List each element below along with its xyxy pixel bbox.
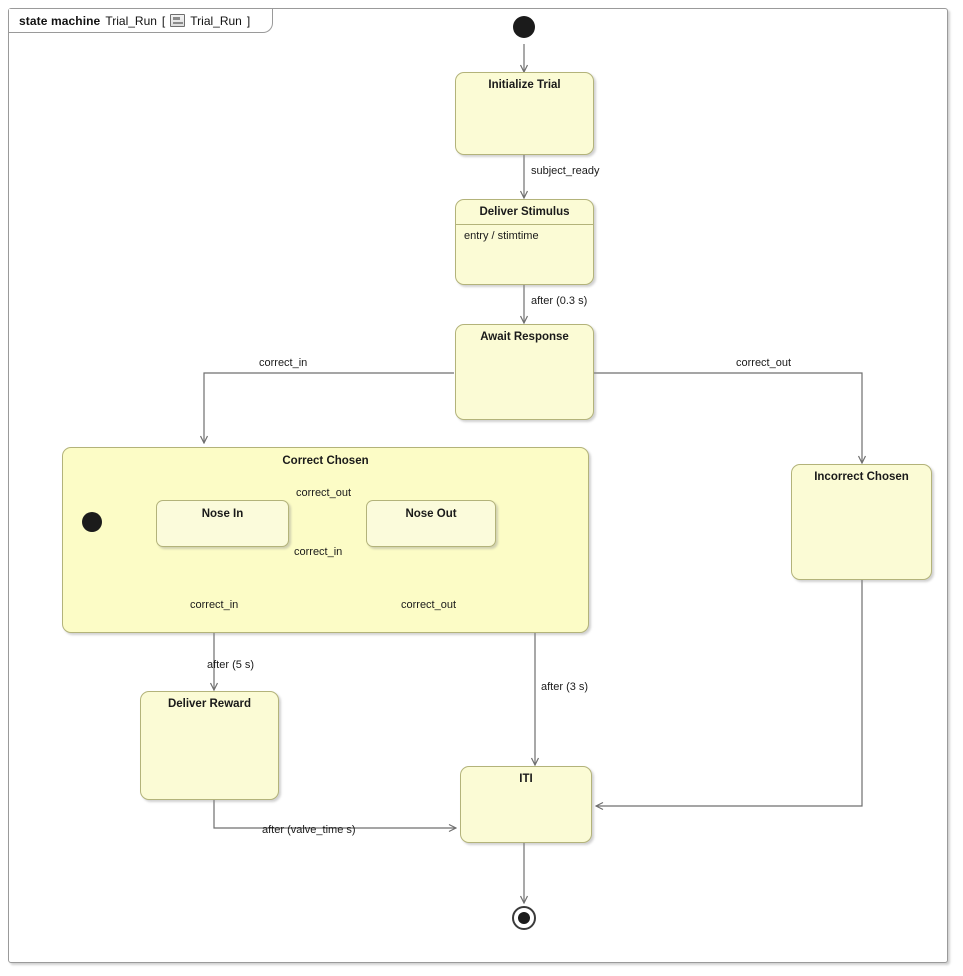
transition-label-nosein-self: correct_in [190, 599, 239, 611]
transition-label-after-3: after (3 s) [541, 681, 589, 693]
state-correct-chosen[interactable]: Correct Chosen [62, 447, 589, 633]
initial-state [513, 16, 535, 38]
state-title: Nose In [201, 508, 244, 520]
state-title: Deliver Stimulus [456, 200, 593, 225]
state-deliver-reward[interactable]: Deliver Reward [140, 691, 279, 800]
state-iti[interactable]: ITI [460, 766, 592, 843]
state-nose-in[interactable]: Nose In [156, 500, 289, 547]
state-entry-action: entry / stimtime [464, 230, 539, 242]
frame-header: state machine Trial_Run [ Trial_Run ] [9, 9, 274, 33]
state-title: Nose Out [405, 508, 457, 520]
state-deliver-stimulus[interactable]: Deliver Stimulus entry / stimtime [455, 199, 594, 285]
transition-label-after-valve-time: after (valve_time s) [262, 824, 356, 836]
state-title: Correct Chosen [282, 455, 369, 467]
state-title: Deliver Reward [167, 698, 252, 710]
state-nose-out[interactable]: Nose Out [366, 500, 496, 547]
transition-label-correct-in: correct_in [259, 357, 308, 369]
frame-bracket-close: ] [246, 13, 251, 28]
frame-name: Trial_Run [105, 13, 157, 28]
state-title: Await Response [480, 331, 569, 343]
state-title: Incorrect Chosen [814, 471, 909, 483]
state-title: ITI [519, 773, 533, 785]
transition-label-after-5: after (5 s) [207, 659, 255, 671]
frame-tab-label: Trial_Run [190, 13, 242, 28]
diagram-icon [170, 14, 186, 27]
state-incorrect-chosen[interactable]: Incorrect Chosen [791, 464, 932, 580]
transition-label-nosein-to-noseout: correct_out [296, 487, 352, 499]
transition-label-correct-out: correct_out [736, 357, 792, 369]
transition-label-after-03: after (0.3 s) [531, 295, 588, 307]
state-initialize-trial[interactable]: Initialize Trial [455, 72, 594, 155]
transition-label-noseout-self: correct_out [401, 599, 457, 611]
state-await-response[interactable]: Await Response [455, 324, 594, 420]
frame-keyword: state machine [19, 13, 101, 28]
state-title: Initialize Trial [488, 79, 561, 91]
transition-label-subject-ready: subject_ready [531, 165, 600, 177]
transition-label-noseout-to-nosein: correct_in [294, 546, 343, 558]
frame-bracket-open: [ [161, 13, 166, 28]
composite-initial-state [82, 512, 102, 532]
final-state [512, 906, 536, 930]
